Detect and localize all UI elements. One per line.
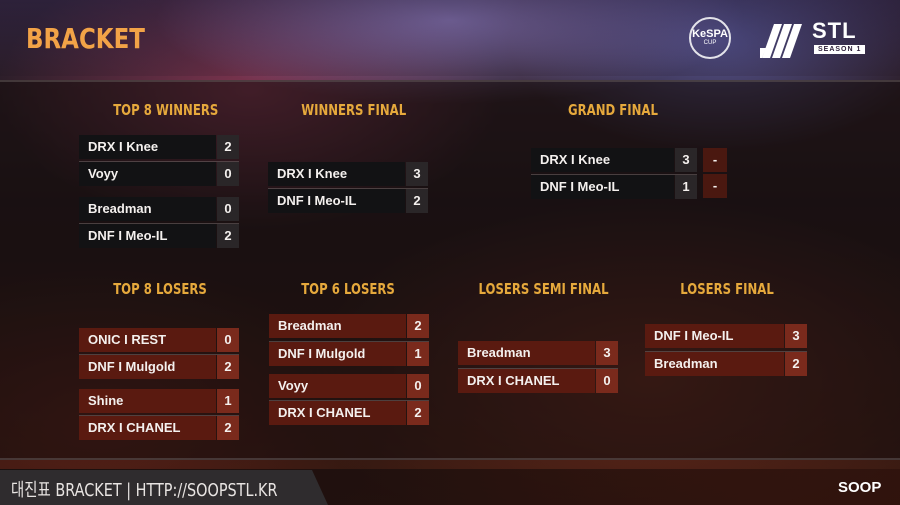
player-name: DNF I Mulgold [79, 355, 216, 379]
match-row: DNF I Meo-IL 3 [645, 324, 807, 348]
player-score: 2 [217, 135, 239, 159]
round-title-top8-winners: TOP 8 WINNERS [113, 101, 219, 119]
player-score: 3 [596, 341, 618, 365]
match-row: DRX I Knee 2 [79, 135, 239, 159]
round-title-top6-losers: TOP 6 LOSERS [301, 280, 395, 298]
kespa-cup-logo: KeSPA CUP [689, 17, 731, 59]
kespa-logo-text: KeSPA [692, 28, 728, 40]
match-row: Breadman 0 [79, 197, 239, 221]
player-score: 0 [217, 162, 239, 186]
match-row: Shine 1 [79, 389, 239, 413]
player-name: DRX I Knee [268, 162, 405, 186]
player-score: 1 [675, 175, 697, 199]
player-score: 0 [217, 197, 239, 221]
round-title-winners-final: WINNERS FINAL [301, 101, 407, 119]
player-score: 0 [407, 374, 429, 398]
stl-emblem-icon [760, 24, 802, 58]
player-score: 0 [217, 328, 239, 352]
player-score: 3 [406, 162, 428, 186]
match-row: DNF I Meo-IL 1 [531, 174, 697, 199]
match-row: Voyy 0 [79, 161, 239, 186]
player-name: DNF I Meo-IL [531, 175, 674, 199]
player-score: 1 [407, 342, 429, 366]
player-name: DNF I Meo-IL [645, 324, 784, 348]
match-row: Breadman 2 [269, 314, 429, 338]
player-name: Voyy [269, 374, 406, 398]
player-name: DRX I CHANEL [269, 401, 406, 425]
player-name: DNF I Mulgold [269, 342, 406, 366]
player-name: Breadman [269, 314, 406, 338]
player-name: DNF I Meo-IL [79, 224, 216, 248]
player-name: DRX I CHANEL [79, 416, 216, 440]
player-score: 2 [217, 224, 239, 248]
footer-url-text: 대진표 BRACKET | HTTP://SOOPSTL.KR [11, 480, 278, 501]
player-score: 1 [217, 389, 239, 413]
match-row: Breadman 3 [458, 341, 618, 365]
match-row: DNF I Meo-IL 2 [268, 188, 428, 213]
match-row: DRX I CHANEL 2 [269, 400, 429, 425]
player-name: Breadman [645, 352, 784, 376]
player-name: ONIC I REST [79, 328, 216, 352]
player-score: 2 [406, 189, 428, 213]
player-score: 3 [675, 148, 697, 172]
player-name: DRX I Knee [79, 135, 216, 159]
player-score: 0 [596, 369, 618, 393]
header-bar [0, 0, 900, 76]
round-title-losers-semi-final: LOSERS SEMI FINAL [478, 280, 609, 298]
match-row: Voyy 0 [269, 374, 429, 398]
player-score: 2 [407, 401, 429, 425]
player-name: DNF I Meo-IL [268, 189, 405, 213]
round-title-top8-losers: TOP 8 LOSERS [113, 280, 207, 298]
stl-season-label: SEASON 1 [814, 45, 866, 54]
player-name: Breadman [458, 341, 595, 365]
match-row: DNF I Mulgold 2 [79, 354, 239, 379]
player-name: DRX I CHANEL [458, 369, 595, 393]
match-row: DRX I Knee 3 [531, 148, 697, 172]
page-title: BRACKET [26, 22, 145, 55]
round-title-losers-final: LOSERS FINAL [680, 280, 774, 298]
player-score: 2 [407, 314, 429, 338]
match-row: DRX I Knee 3 [268, 162, 428, 186]
player-score: 2 [785, 352, 807, 376]
footer-tab [0, 470, 328, 505]
match-row: DRX I CHANEL 0 [458, 368, 618, 393]
stl-logo-text: STL [812, 18, 857, 43]
grand-final-reset-score: - [703, 174, 727, 198]
match-row: Breadman 2 [645, 351, 807, 376]
player-score: 3 [785, 324, 807, 348]
round-title-grand-final: GRAND FINAL [568, 101, 658, 119]
player-name: Breadman [79, 197, 216, 221]
kespa-logo-sub: CUP [703, 40, 717, 46]
match-row: ONIC I REST 0 [79, 328, 239, 352]
match-row: DNF I Mulgold 1 [269, 341, 429, 366]
player-name: Shine [79, 389, 216, 413]
soop-logo: SOOP [838, 479, 882, 496]
match-row: DRX I CHANEL 2 [79, 415, 239, 440]
player-score: 2 [217, 355, 239, 379]
player-name: Voyy [79, 162, 216, 186]
player-score: 2 [217, 416, 239, 440]
player-name: DRX I Knee [531, 148, 674, 172]
match-row: DNF I Meo-IL 2 [79, 223, 239, 248]
grand-final-reset-score: - [703, 148, 727, 172]
